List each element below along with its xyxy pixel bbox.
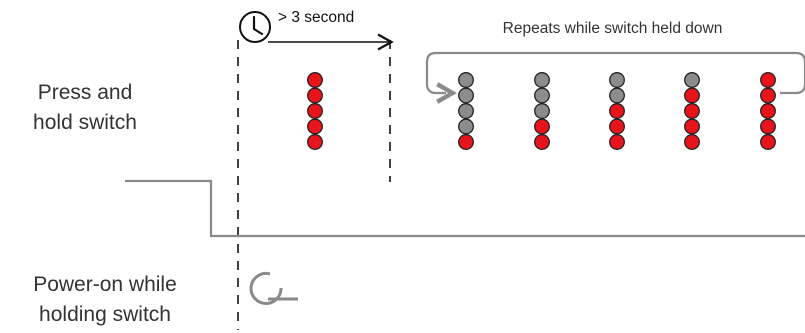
led-on	[760, 87, 776, 104]
led-off	[458, 103, 474, 119]
led-column-5	[684, 72, 700, 150]
led-on	[684, 103, 700, 119]
led-on	[307, 118, 323, 135]
led-on	[760, 72, 776, 88]
led-off	[609, 72, 625, 88]
led-on	[760, 118, 776, 135]
led-column-6	[760, 72, 776, 150]
repeat-label: Repeats while switch held down	[502, 20, 723, 37]
led-sequence	[307, 72, 776, 150]
led-on	[684, 87, 700, 104]
clock-icon	[239, 11, 271, 43]
led-on	[609, 118, 625, 135]
power-icon	[249, 271, 298, 305]
led-off	[458, 87, 474, 104]
led-on	[684, 134, 700, 150]
led-on	[760, 103, 776, 119]
led-column-3	[534, 72, 550, 150]
led-column-1	[307, 72, 323, 150]
led-off	[534, 72, 550, 88]
led-on	[534, 118, 550, 135]
press-and-hold-label: Press and hold switch	[33, 81, 137, 134]
power-on-label: Power-on while holding switch	[33, 273, 177, 326]
led-on	[684, 118, 700, 135]
led-on	[760, 134, 776, 150]
led-on	[307, 134, 323, 150]
led-on	[307, 103, 323, 119]
led-off	[458, 118, 474, 135]
led-on	[609, 103, 625, 119]
led-on	[458, 134, 474, 150]
switch-signal-waveform	[125, 179, 805, 238]
led-off	[609, 87, 625, 104]
led-on	[534, 134, 550, 150]
led-off	[458, 72, 474, 88]
timer-label: > 3 second	[278, 9, 355, 26]
led-column-2	[458, 72, 474, 150]
led-off	[684, 72, 700, 88]
led-column-4	[609, 72, 625, 150]
led-on	[307, 72, 323, 88]
led-off	[534, 103, 550, 119]
led-on	[609, 134, 625, 150]
led-off	[534, 87, 550, 104]
led-on	[307, 87, 323, 104]
repeat-loop-arrow	[425, 51, 805, 93]
